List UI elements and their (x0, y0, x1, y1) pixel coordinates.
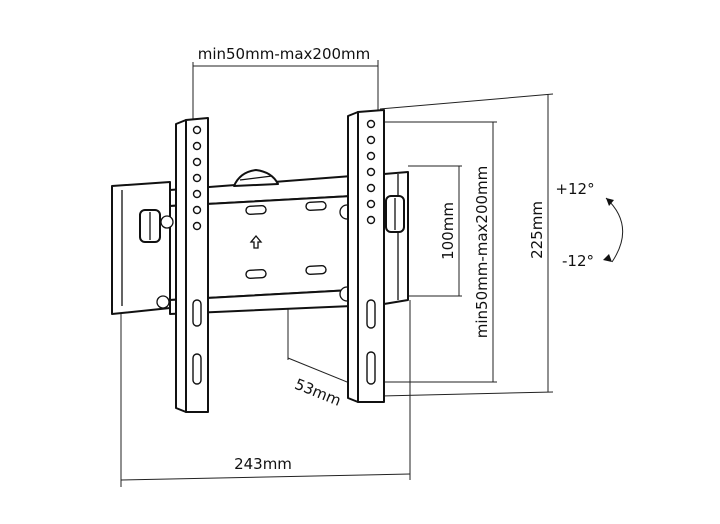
plate-slot (305, 200, 327, 212)
plate-slot (245, 268, 267, 280)
plate-slot (305, 264, 327, 276)
inner-height-label: 100mm (439, 202, 457, 260)
wall-plate-right-face (383, 171, 409, 305)
outer-height-label: min50mm-max200mm (473, 166, 491, 339)
tilt-arc (603, 197, 624, 263)
plate-slot (245, 204, 267, 216)
up-arrow-icon (249, 234, 263, 249)
left-arm-side (175, 119, 187, 413)
height-ext-top (379, 93, 554, 110)
top-width-label: min50mm-max200mm (198, 45, 371, 63)
tilt-arc-arrow-top (606, 198, 614, 206)
tilt-up-label: +12° (555, 180, 594, 198)
tilt-down-label: -12° (562, 252, 594, 270)
left-vertical-arm (175, 117, 209, 413)
cross-bars (169, 169, 353, 315)
dimension-lines (120, 60, 554, 487)
left-screw-top (160, 215, 174, 229)
overall-height-label: 225mm (528, 201, 546, 259)
overall-width-label: 243mm (234, 455, 292, 473)
tilt-arc-arrow-bottom (603, 254, 612, 262)
wall-plate-left-face (111, 181, 171, 315)
depth-dim-line (287, 357, 353, 385)
right-arm-slot (366, 351, 376, 385)
left-arm-slot (192, 353, 202, 385)
left-arm-slot (192, 299, 202, 327)
depth-label: 53mm (292, 375, 344, 410)
right-arm-slot (366, 299, 376, 329)
height-ext-bottom (379, 391, 554, 397)
left-screw-bottom (156, 295, 170, 309)
tilt-arc-line (605, 197, 624, 263)
left-arm-front (185, 117, 209, 413)
right-arm-side (347, 111, 359, 403)
overall-width-dim-line (120, 473, 411, 481)
right-arm-front (357, 109, 385, 403)
right-vertical-arm (347, 109, 385, 403)
